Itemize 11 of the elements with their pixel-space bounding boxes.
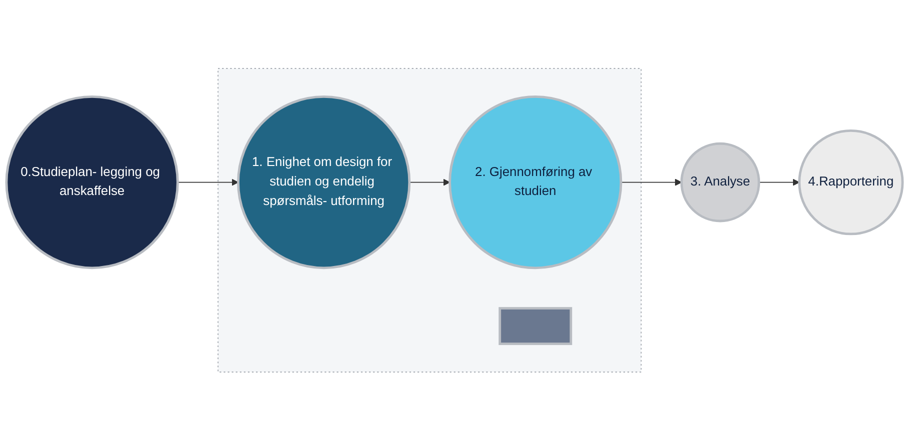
node-circle: 3. Analyse [680, 142, 760, 222]
arrow [177, 178, 239, 186]
node-circle: 2. Gjennomføring av studien [448, 96, 622, 270]
node-circle: 0.Studieplan- legging og anskaffelse [5, 96, 179, 270]
node-circle: 1. Enighet om design for studien og endelig spørsmåls- utforming [237, 96, 411, 270]
cluster [218, 68, 642, 373]
arrow [758, 178, 800, 186]
arrow [409, 178, 450, 186]
arrow [620, 178, 682, 186]
node-circle: 4.Rapportering [798, 130, 904, 236]
node-box [498, 307, 572, 346]
